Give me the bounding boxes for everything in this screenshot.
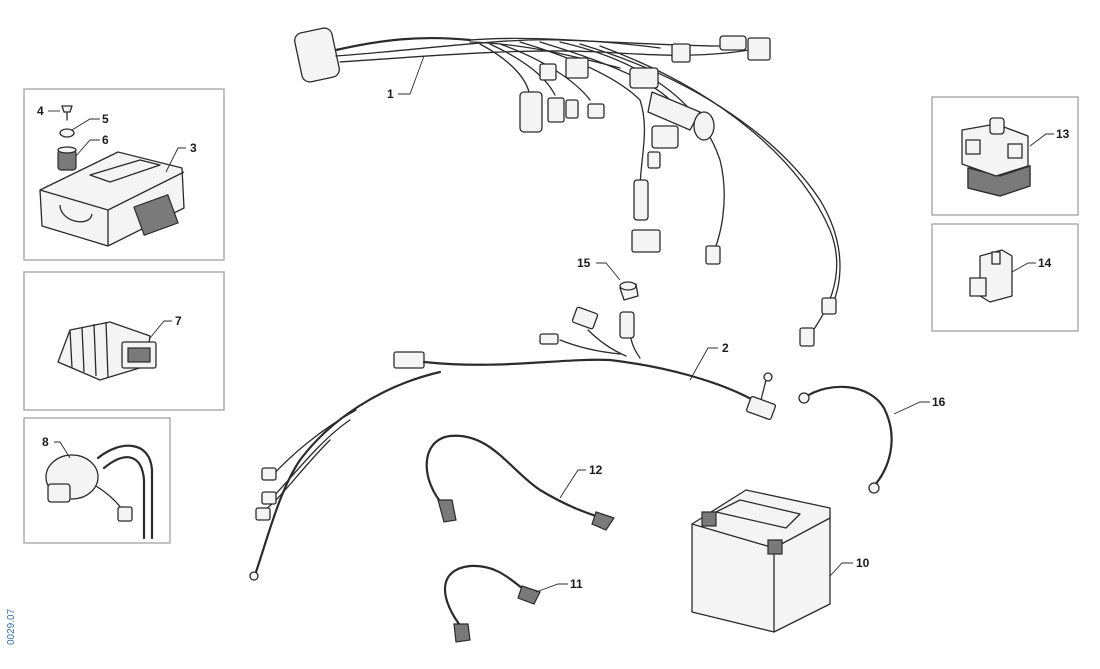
- battery: [691, 489, 831, 633]
- battery-cable-11: [443, 564, 541, 643]
- callout-16: 16: [932, 395, 946, 409]
- relay-inset: [931, 96, 1079, 216]
- secondary-harness: [249, 306, 777, 581]
- callout-15: 15: [577, 256, 591, 270]
- main-harness: [294, 27, 841, 347]
- diode-part: [619, 281, 639, 301]
- callout-5: 5: [102, 112, 109, 126]
- callout-7: 7: [175, 314, 182, 328]
- callout-14: 14: [1038, 256, 1052, 270]
- callout-4: 4: [37, 104, 44, 118]
- diode-inset: [931, 223, 1079, 332]
- coil-inset: [23, 417, 171, 544]
- ecu-inset: [23, 88, 225, 261]
- callout-6: 6: [102, 133, 109, 147]
- callout-8: 8: [42, 435, 49, 449]
- callout-13: 13: [1056, 127, 1070, 141]
- document-code: 0029.07: [6, 608, 17, 645]
- callout-labels: 1 2 3 4 5 6 7 8 10 11 12 13 14 15 16: [37, 87, 1070, 591]
- callout-10: 10: [856, 556, 870, 570]
- callout-3: 3: [190, 141, 197, 155]
- battery-cable-16: [798, 385, 893, 494]
- battery-cable-12: [425, 434, 615, 531]
- regulator-inset: [23, 271, 225, 411]
- callout-1: 1: [387, 87, 394, 101]
- callout-2: 2: [722, 341, 729, 355]
- callout-12: 12: [589, 463, 603, 477]
- callout-leaders: [48, 55, 1054, 593]
- callout-11: 11: [570, 577, 583, 591]
